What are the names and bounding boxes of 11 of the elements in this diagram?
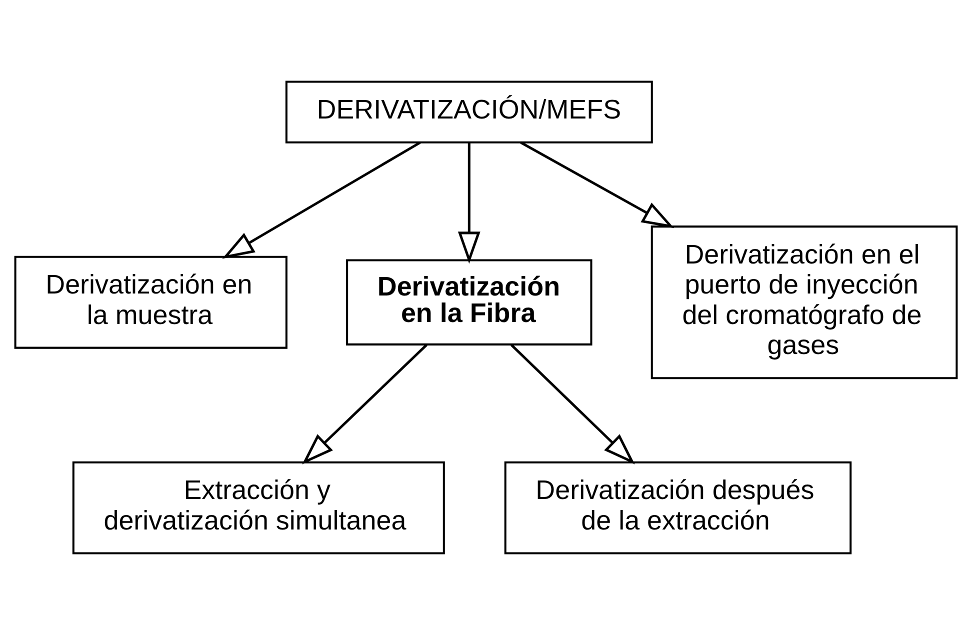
node-box: Derivatización en la Fibra [346, 259, 592, 346]
node-box: Derivatización después de la extracción [504, 461, 852, 554]
arrow [222, 141, 421, 259]
node-box: Derivatización en el puerto de inyección del cromatógrafo de gases [650, 226, 958, 380]
node-box: DERIVATIZACIÓN/MEFS [285, 80, 653, 144]
arrow [520, 141, 674, 228]
arrow [302, 344, 428, 464]
node-box: Derivatización en la muestra [14, 256, 288, 349]
arrow [510, 344, 635, 464]
arrow [458, 142, 480, 264]
node-box: Extracción y derivatización simultanea [72, 461, 445, 554]
